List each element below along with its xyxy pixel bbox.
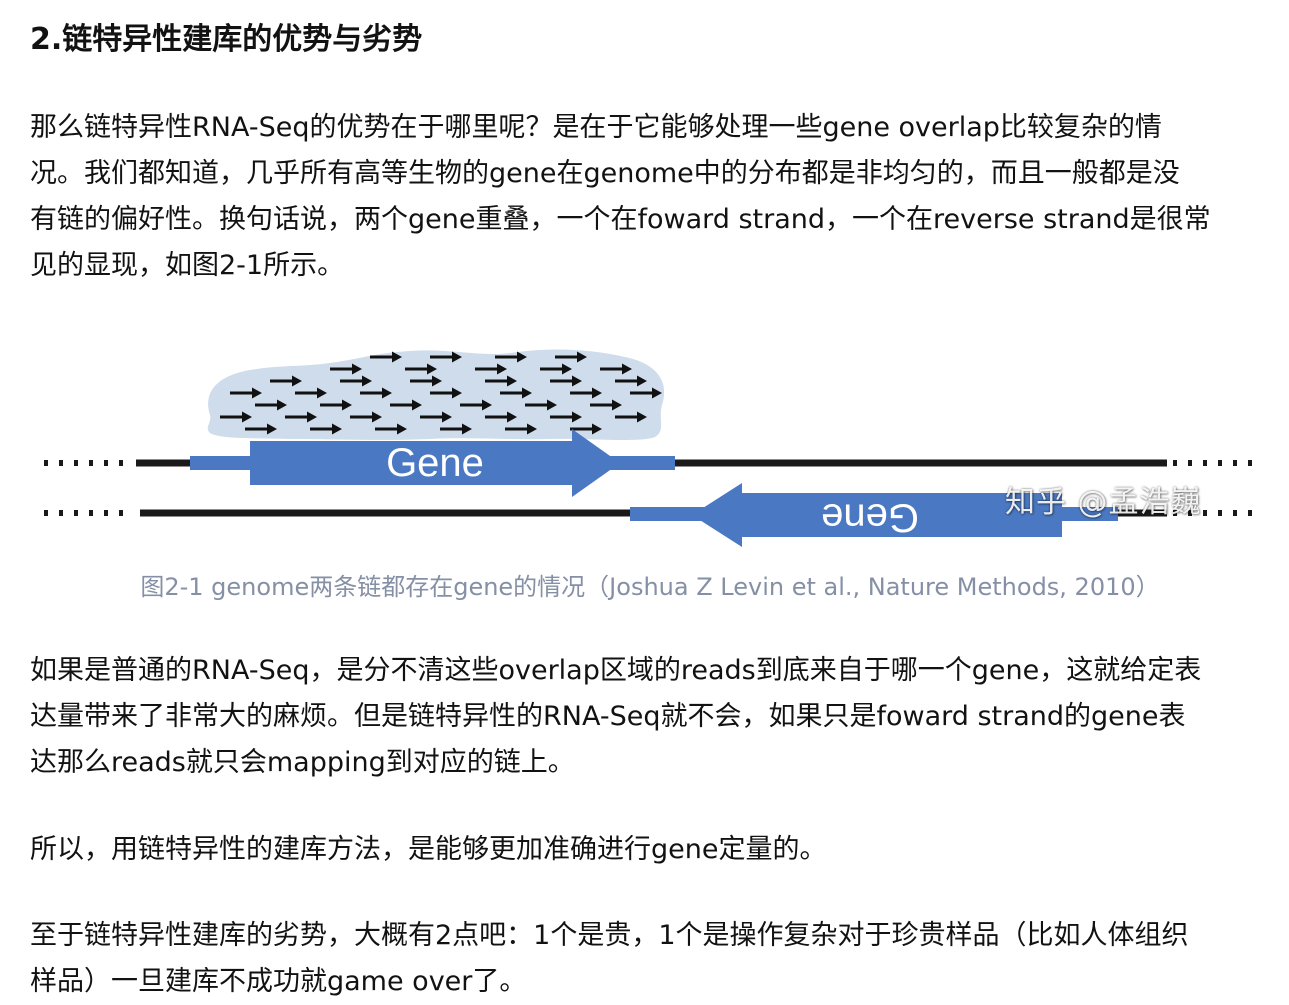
paragraph-line: 达量带来了非常大的麻烦。但是链特异性的RNA-Seq就不会，如果只是foward… [30, 701, 1186, 732]
paragraph-strand-advantage: 那么链特异性RNA-Seq的优势在于哪里呢？是在于它能够处理一些gene ove… [30, 105, 1270, 289]
forward-gene-arrow [250, 429, 620, 497]
read-arrow-icon [550, 375, 582, 387]
reverse-gene-arrow [692, 483, 1062, 547]
read-arrow-icon [460, 399, 492, 411]
read-arrow-icon [245, 423, 277, 435]
forward-gene-label: Gene [386, 441, 484, 485]
read-arrow-icon [615, 375, 647, 387]
read-arrow-icon [270, 375, 302, 387]
read-arrow-icon [600, 363, 632, 375]
read-arrow-icon [440, 423, 472, 435]
read-arrow-icon [540, 363, 572, 375]
paragraph-line: 样品）一旦建库不成功就game over了。 [30, 966, 527, 997]
read-arrow-icon [390, 399, 422, 411]
read-arrow-icon [570, 387, 602, 399]
read-arrow-icon [495, 351, 527, 363]
read-arrow-icon [340, 375, 372, 387]
read-arrow-icon [310, 423, 342, 435]
section-heading: 2.链特异性建库的优势与劣势 [30, 22, 423, 57]
paragraph-line: 达那么reads就只会mapping到对应的链上。 [30, 747, 575, 778]
read-arrow-icon [485, 375, 517, 387]
read-arrow-icon [410, 375, 442, 387]
paragraph-line: 至于链特异性建库的劣势，大概有2点吧：1个是贵，1个是操作复杂对于珍贵样品（比如… [30, 920, 1189, 951]
read-arrow-icon [430, 351, 462, 363]
figure-overlapping-genes: Gene Gene 知乎 @孟浩巍 [30, 335, 1270, 560]
reads-arrow-group [220, 351, 662, 435]
read-arrow-icon [360, 387, 392, 399]
paragraph-line: 况。我们都知道，几乎所有高等生物的gene在genome中的分布都是非均匀的，而… [30, 158, 1180, 189]
read-arrow-icon [485, 411, 517, 423]
read-arrow-icon [630, 387, 662, 399]
read-arrow-icon [350, 411, 382, 423]
paragraph-line: 有链的偏好性。换句话说，两个gene重叠，一个在foward strand，一个… [30, 204, 1211, 235]
reverse-gene: Gene [630, 483, 1118, 547]
read-arrow-icon [255, 399, 287, 411]
read-arrow-icon [475, 363, 507, 375]
read-arrow-icon [330, 363, 362, 375]
paragraph-normal-rnaseq: 如果是普通的RNA-Seq，是分不清这些overlap区域的reads到底来自于… [30, 648, 1270, 786]
read-arrow-icon [570, 423, 602, 435]
read-arrow-icon [590, 399, 622, 411]
read-arrow-icon [220, 411, 252, 423]
paragraph-conclusion: 所以，用链特异性的建库方法，是能够更加准确进行gene定量的。 [30, 827, 1270, 873]
read-arrow-icon [375, 423, 407, 435]
paragraph-line: 见的显现，如图2-1所示。 [30, 250, 345, 281]
overlapping-genes-diagram: Gene Gene [44, 349, 1262, 547]
read-arrow-icon [285, 411, 317, 423]
read-arrow-icon [430, 387, 462, 399]
paragraph-line: 所以，用链特异性的建库方法，是能够更加准确进行gene定量的。 [30, 834, 827, 865]
paragraph-line: 那么链特异性RNA-Seq的优势在于哪里呢？是在于它能够处理一些gene ove… [30, 112, 1162, 143]
read-arrow-icon [615, 411, 647, 423]
read-arrow-icon [370, 351, 402, 363]
read-arrow-icon [500, 387, 532, 399]
paragraph-disadvantages: 至于链特异性建库的劣势，大概有2点吧：1个是贵，1个是操作复杂对于珍贵样品（比如… [30, 913, 1270, 1005]
read-arrow-icon [550, 411, 582, 423]
forward-gene: Gene [190, 429, 675, 497]
read-arrow-icon [320, 399, 352, 411]
read-arrow-icon [555, 351, 587, 363]
zhihu-watermark: 知乎 @孟浩巍 [1005, 485, 1202, 520]
paragraph-line: 如果是普通的RNA-Seq，是分不清这些overlap区域的reads到底来自于… [30, 655, 1202, 686]
read-arrow-icon [525, 399, 557, 411]
read-arrow-icon [230, 387, 262, 399]
reverse-gene-label: Gene [821, 495, 919, 539]
read-arrow-icon [405, 363, 437, 375]
read-arrow-icon [420, 411, 452, 423]
figure-caption: 图2-1 genome两条链都存在gene的情况（Joshua Z Levin … [140, 573, 1160, 601]
read-arrow-icon [295, 387, 327, 399]
read-arrow-icon [505, 423, 537, 435]
